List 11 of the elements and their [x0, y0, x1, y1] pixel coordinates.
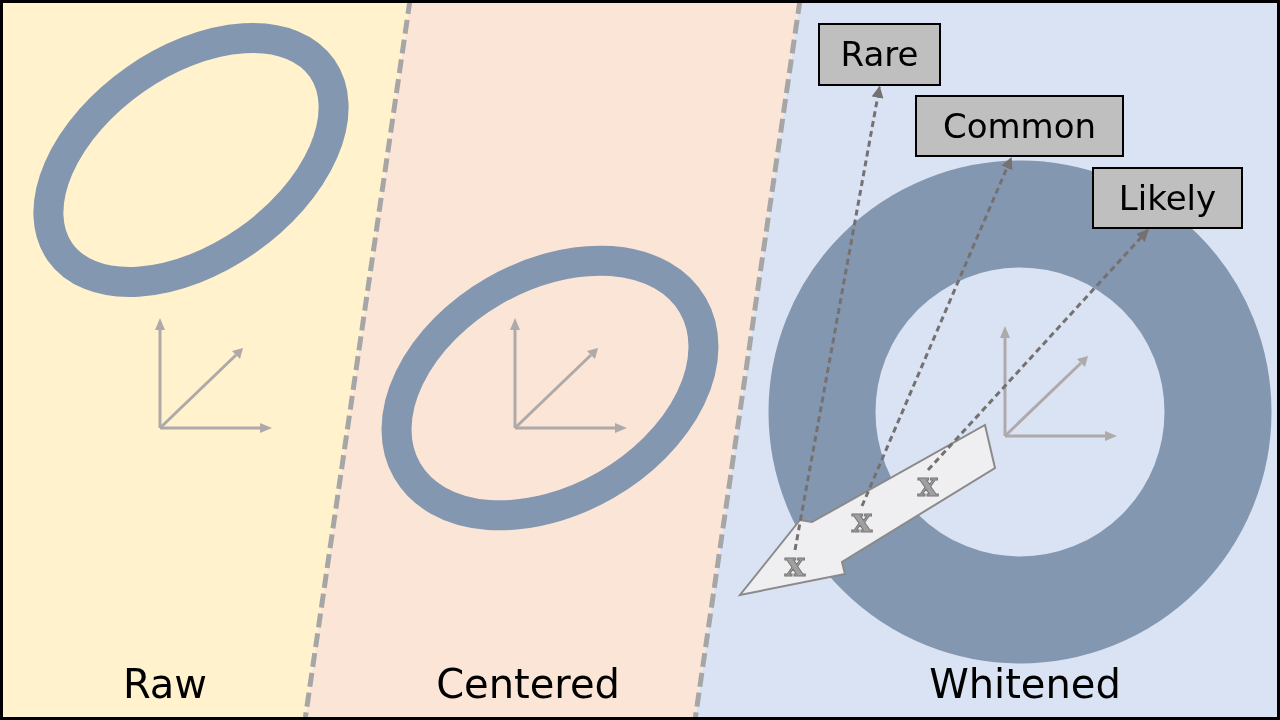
x-marker: x — [914, 468, 942, 500]
panel-title: Centered — [436, 660, 620, 709]
x-marker: x — [781, 548, 809, 580]
dashed-arrow — [926, 229, 1149, 471]
x-marker: x — [848, 504, 876, 536]
panel-title: Raw — [122, 660, 208, 709]
label-box: Likely — [1092, 167, 1243, 229]
label-box: Common — [915, 95, 1124, 157]
panel-title: Whitened — [929, 660, 1121, 709]
label-box: Rare — [818, 23, 941, 86]
dashed-arrow — [793, 85, 884, 551]
